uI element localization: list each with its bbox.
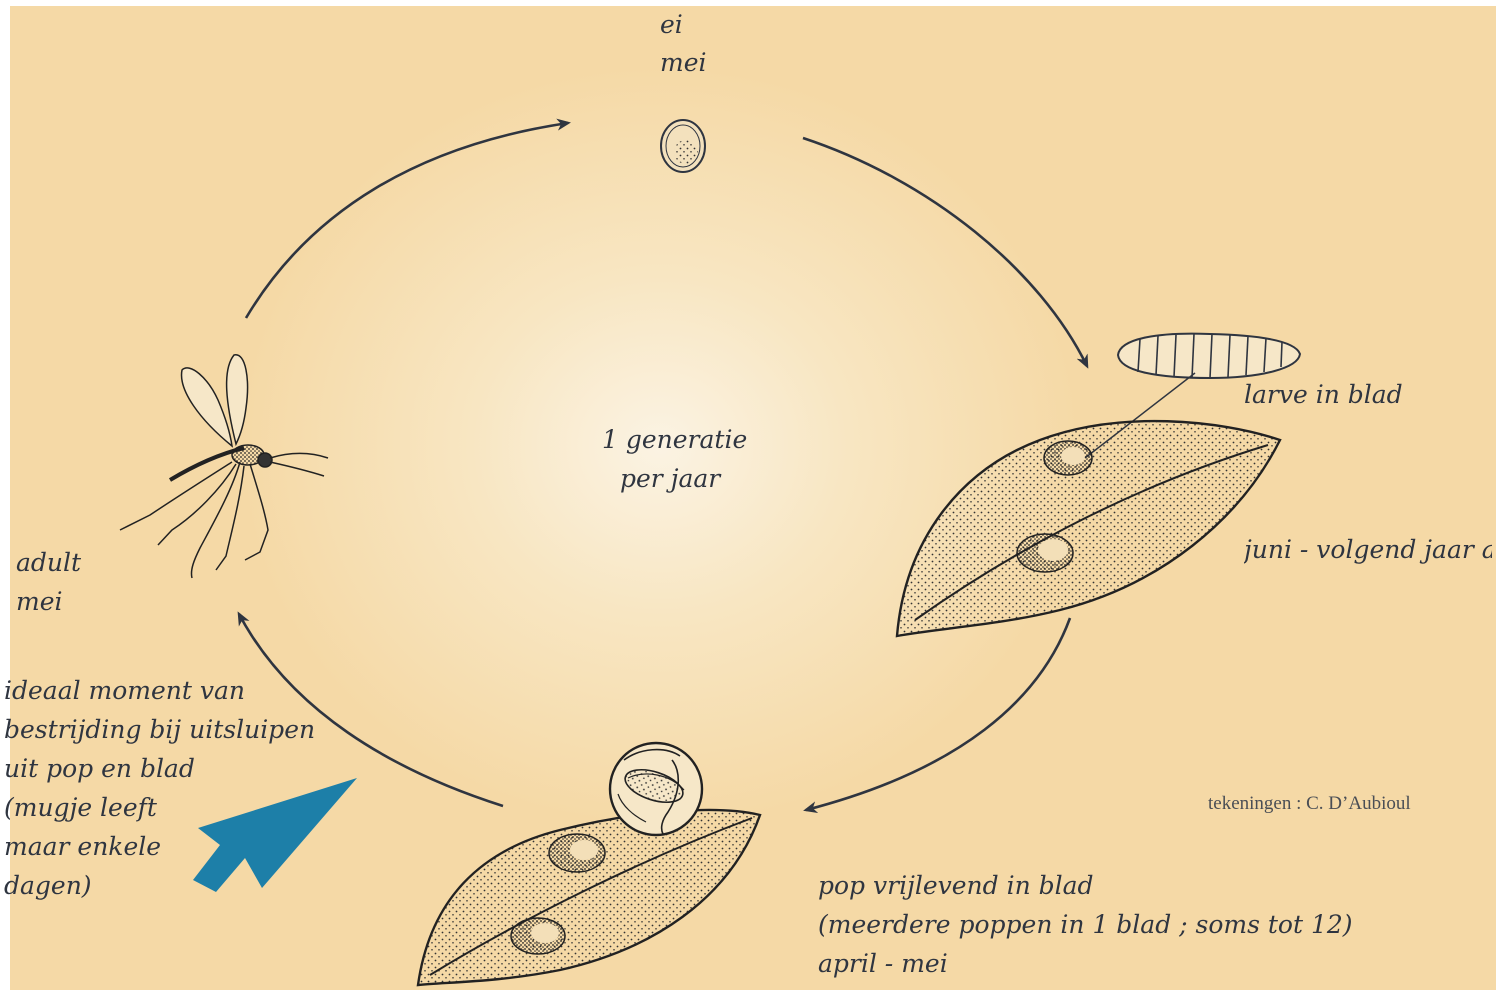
cycle-arrow-pupa-to-adult [239,614,503,806]
larva-stage-period: juni - volgend jaar a [1244,535,1492,564]
midge-icon [120,355,328,578]
larva-stage-label: larve in blad [1244,380,1403,409]
cycle-arrow-egg-to-larva [803,138,1087,366]
adult-stage-period: mei [16,587,63,616]
egg-stage-label: ei [660,10,683,39]
adult-stage-label: adult [16,548,81,577]
pupa-stage-note: (meerdere poppen in 1 blad ; soms tot 12… [818,910,1353,939]
pupa-cocoon-icon [610,743,702,835]
control-note-line: bestrijding bij uitsluipen [4,715,315,744]
control-note-line: maar enkele [4,832,161,861]
control-note-line: (mugje leeft [4,793,157,822]
leaf-icon [418,810,760,985]
egg-stage-period: mei [660,48,707,77]
drawing-credit: tekeningen : C. D’Aubioul [1208,793,1411,815]
control-note-line: uit pop en blad [4,754,195,783]
highlight-arrow-icon [193,778,357,892]
cycle-arrow-adult-to-egg [246,123,568,318]
center-label-line1: 1 generatie [602,425,747,454]
pupa-stage-period: april - mei [818,949,948,978]
pupa-stage-label: pop vrijlevend in blad [818,871,1094,900]
egg-icon [661,120,705,172]
leaf-icon [897,421,1280,636]
control-note-line: ideaal moment van [4,676,245,705]
cycle-arrow-larva-to-pupa [806,618,1070,810]
center-label-line2: per jaar [620,464,720,493]
control-note-line: dagen) [4,871,92,900]
